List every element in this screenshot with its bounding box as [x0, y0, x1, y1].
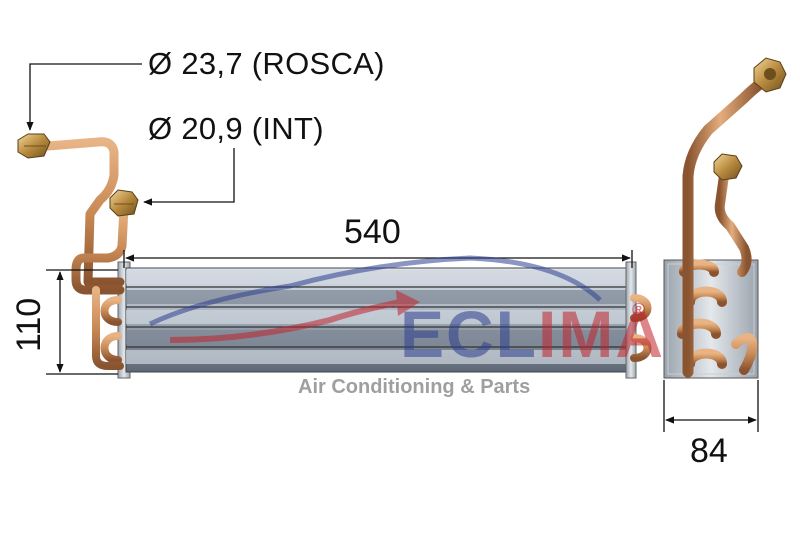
dimension-lines — [26, 63, 759, 432]
height-dimension-label: 110 — [10, 297, 48, 352]
watermark-brand-part2: IMA — [538, 297, 665, 371]
watermark-logo-icon — [148, 255, 602, 343]
left-return-bends — [100, 296, 122, 364]
threaded-nut-fitting-icon — [17, 133, 51, 159]
right-return-bends — [630, 294, 652, 362]
watermark-tagline: Air Conditioning & Parts — [298, 376, 531, 398]
flare-nut-fitting-icon — [109, 189, 139, 217]
depth-dimension-label: 84 — [690, 432, 728, 470]
pipe-assembly — [43, 137, 129, 370]
side-threaded-nut-icon — [753, 57, 787, 93]
thread-diameter-leader — [26, 63, 142, 131]
length-dimension-label: 540 — [344, 213, 401, 251]
watermark-brand-part1: ECL — [400, 297, 538, 371]
side-pipes — [682, 78, 766, 378]
front-view — [17, 133, 652, 379]
inner-diameter-leader — [143, 148, 235, 206]
thread-diameter-label: Ø 23,7 (ROSCA) — [148, 46, 385, 81]
inner-diameter-label: Ø 20,9 (INT) — [148, 111, 324, 146]
side-view — [663, 57, 787, 379]
watermark-brand: ECLIMA — [400, 296, 665, 372]
watermark-registered-mark: ® — [632, 300, 646, 320]
side-flare-nut-icon — [713, 153, 743, 181]
